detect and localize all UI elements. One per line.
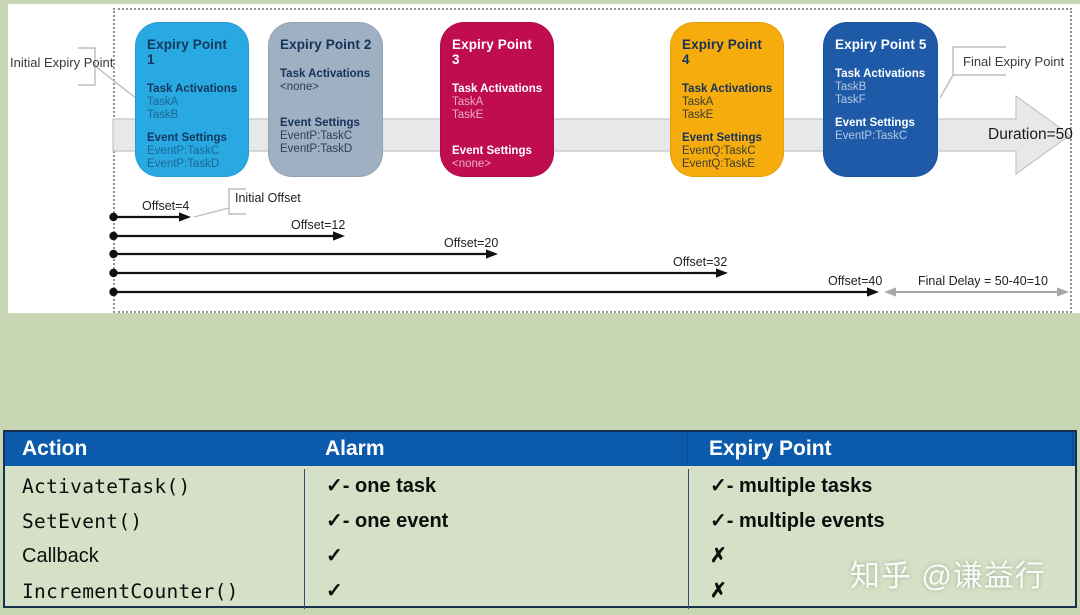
event-settings-header: Event Settings [452,145,532,157]
event-entry: <none> [452,158,492,170]
table-cell-alarm: ✓ [304,574,688,609]
task-entry: TaskB [147,109,179,121]
offset-20-label: Offset=20 [444,236,499,250]
initial-offset-label: Initial Offset [235,191,301,205]
header-alarm: Alarm [304,432,688,466]
table-cell-expiry: ✓- multiple tasks [688,469,1073,504]
table-cell-alarm: ✓ [304,539,688,574]
action-comparison-table: Action Alarm Expiry Point ActivateTask()… [3,430,1077,609]
task-entry: TaskA [682,96,714,108]
task-entry: TaskE [452,109,484,121]
event-entry: EventQ:TaskE [682,158,755,170]
expiry-point-title: Expiry Point 5 [835,37,927,52]
task-activations-header: Task Activations [835,68,926,80]
offset-12-label: Offset=12 [291,218,346,232]
task-activations-header: Task Activations [147,83,238,95]
final-expiry-point-label: Final Expiry Point [963,54,1065,69]
table-cell-action: ActivateTask() [22,475,191,498]
offset-40-label: Offset=40 [828,274,883,288]
event-settings-header: Event Settings [280,117,360,129]
table-cell-alarm: ✓- one task [304,469,688,504]
header-expiry-point: Expiry Point [688,432,1073,466]
event-entry: EventP:TaskC [280,130,353,142]
expiry-point-4-box: Expiry Point 4 Task Activations TaskA Ta… [670,22,784,177]
table-header-row: Action Alarm Expiry Point [5,432,1075,466]
task-entry: TaskF [835,94,866,106]
expiry-point-5-box: Expiry Point 5 Task Activations TaskB Ta… [823,22,938,177]
initial-expiry-point-label: Initial Expiry Point [10,55,114,70]
expiry-point-title: Expiry Point 3 [452,37,532,67]
event-settings-header: Event Settings [835,117,915,129]
event-entry: EventP:TaskD [280,143,353,155]
zhihu-watermark: 知乎 @谦益行 [850,560,1046,593]
expiry-point-title: Expiry Point 2 [280,37,372,52]
expiry-point-2-box: Expiry Point 2 Task Activations <none> E… [268,22,383,177]
offset-32-label: Offset=32 [673,255,728,269]
event-settings-header: Event Settings [147,132,227,144]
table-cell-expiry: ✓- multiple events [688,504,1073,539]
task-activations-header: Task Activations [280,68,371,80]
task-entry: TaskA [452,96,484,108]
expiry-point-3-box: Expiry Point 3 Task Activations TaskA Ta… [440,22,554,177]
table-cell-action: IncrementCounter() [22,580,239,603]
task-entry: TaskE [682,109,714,121]
offset-4-label: Offset=4 [142,199,190,213]
task-entry: <none> [280,81,320,93]
expiry-point-title: Expiry Point 4 [682,37,762,67]
event-entry: EventP:TaskC [835,130,908,142]
table-cell-action: Callback [22,545,99,567]
header-action: Action [22,437,88,460]
table-cell-alarm: ✓- one event [304,504,688,539]
event-entry: EventP:TaskD [147,158,220,170]
expiry-point-1-box: Expiry Point 1 Task Activations TaskA Ta… [135,22,249,177]
task-entry: TaskA [147,96,179,108]
event-entry: EventP:TaskC [147,145,220,157]
table-cell-expiry: ✗ [688,539,1073,574]
event-settings-header: Event Settings [682,132,762,144]
expiry-point-title: Expiry Point 1 [147,37,227,67]
task-activations-header: Task Activations [682,83,773,95]
final-delay-label: Final Delay = 50-40=10 [918,274,1048,288]
event-entry: EventQ:TaskC [682,145,756,157]
table-cell-expiry: ✗ [688,574,1073,609]
duration-label: Duration=50 [988,126,1073,143]
table-cell-action: SetEvent() [22,510,143,533]
task-entry: TaskB [835,81,867,93]
task-activations-header: Task Activations [452,83,543,95]
table-body: ActivateTask() ✓- one task ✓- multiple t… [5,466,1075,609]
